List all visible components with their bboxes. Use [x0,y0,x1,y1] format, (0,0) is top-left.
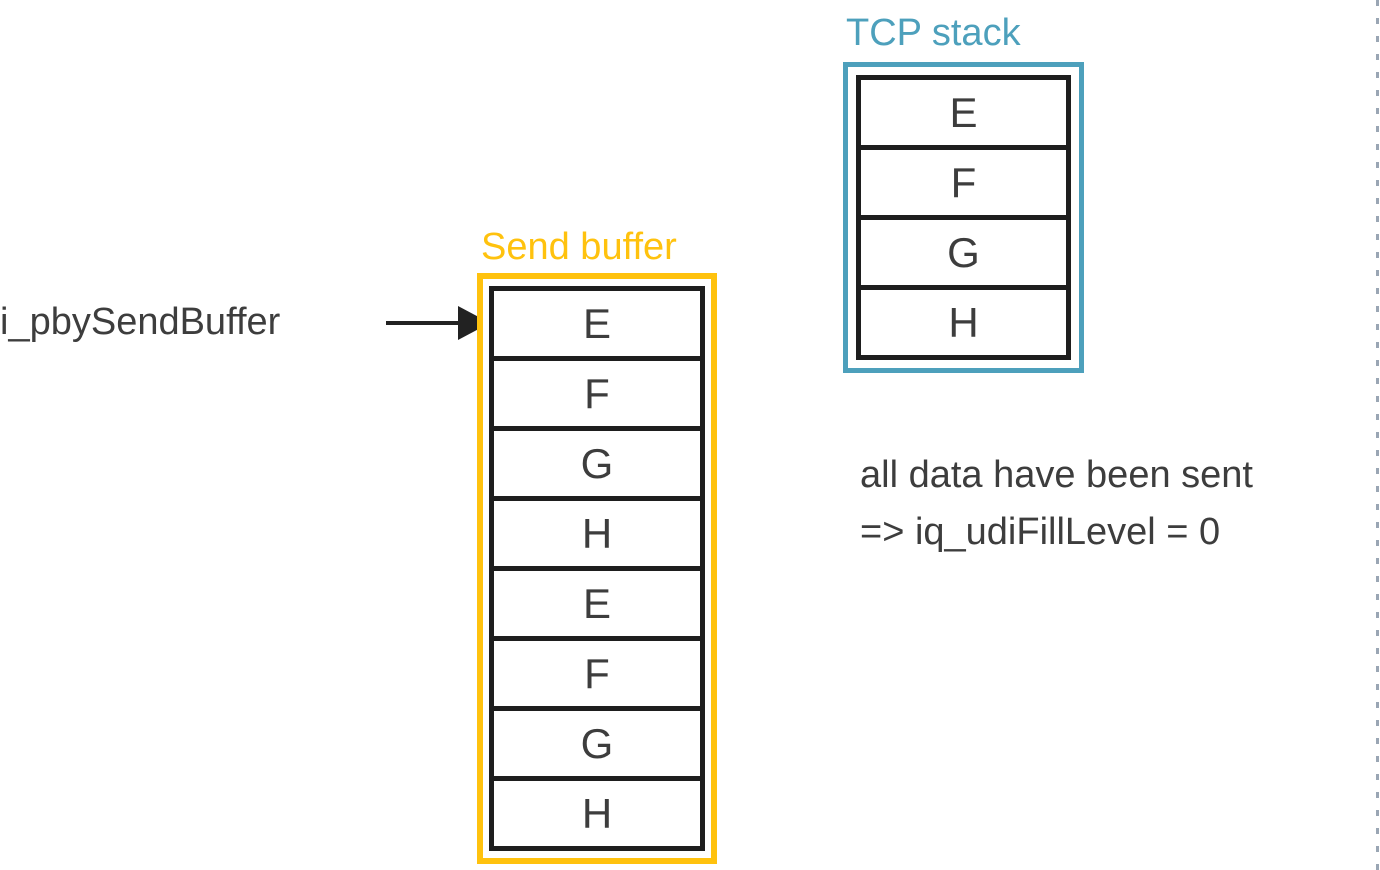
annotation: all data have been sent => iq_udiFillLev… [860,447,1253,561]
annotation-line-1: all data have been sent [860,454,1253,496]
send-buffer-cell: H [494,781,700,846]
tcp-stack-cell-value: G [947,228,980,276]
page-edge-dashed-border [1376,0,1379,870]
pointer-arrow-line [386,321,462,325]
send-buffer-cell: G [494,711,700,781]
send-buffer-cell-value: E [582,579,611,627]
send-buffer-cell-value: G [580,719,614,767]
annotation-line-2: => iq_udiFillLevel = 0 [860,511,1221,553]
tcp-stack-cell: F [861,150,1066,220]
send-buffer-cell: F [494,361,700,431]
tcp-stack-cell-value: E [949,88,978,136]
send-buffer-cell: E [494,291,700,361]
send-buffer-box: E F G H E F G H [477,273,717,864]
send-buffer-title: Send buffer [481,226,677,268]
send-buffer-cell-value: F [584,369,610,417]
send-buffer-cell-value: F [584,649,610,697]
tcp-stack-table: E F G H [856,75,1071,360]
tcp-stack-title: TCP stack [846,12,1021,54]
tcp-stack-cell: H [861,290,1066,355]
pointer-label: i_pbySendBuffer [0,301,281,343]
tcp-stack-cell: E [861,80,1066,150]
send-buffer-cell: F [494,641,700,711]
tcp-stack-cell-value: F [950,158,977,206]
send-buffer-cell: E [494,571,700,641]
send-buffer-cell-value: E [582,299,611,347]
send-buffer-cell-value: H [581,509,613,557]
send-buffer-cell: H [494,501,700,571]
tcp-stack-box: E F G H [843,62,1084,373]
tcp-stack-cell: G [861,220,1066,290]
send-buffer-cell: G [494,431,700,501]
tcp-stack-cell-value: H [948,298,979,346]
send-buffer-cell-value: H [581,789,613,837]
send-buffer-table: E F G H E F G H [489,286,705,851]
send-buffer-cell-value: G [580,439,614,487]
